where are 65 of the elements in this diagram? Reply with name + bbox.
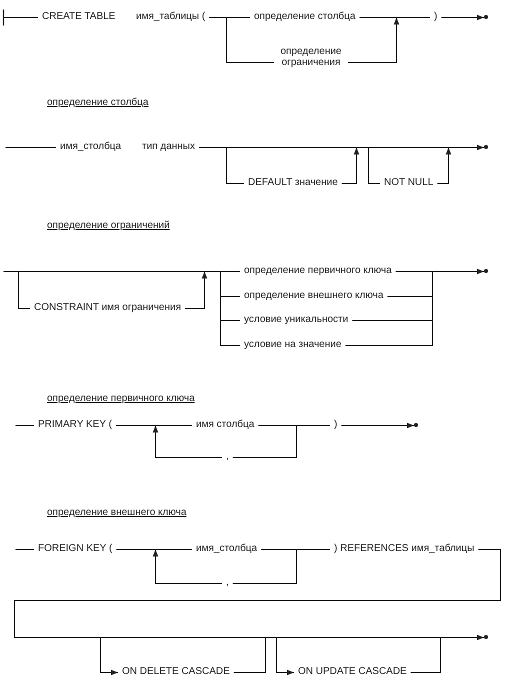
arrow bbox=[348, 17, 400, 63]
arrow bbox=[152, 549, 222, 584]
syntax-term: ) REFERENCES имя_таблицы bbox=[330, 543, 478, 555]
connector-line bbox=[15, 425, 34, 426]
syntax-term: NOT NULL bbox=[380, 177, 438, 189]
section-heading: определение внешнего ключа bbox=[47, 507, 186, 519]
syntax-term: имя_таблицы ( bbox=[132, 11, 210, 23]
arrow bbox=[395, 268, 484, 274]
connector-line bbox=[258, 425, 330, 426]
syntax-term: имя_столбца bbox=[192, 543, 262, 555]
connector-line bbox=[3, 271, 240, 272]
connector-line bbox=[344, 320, 433, 346]
section-heading: определение столбца bbox=[47, 97, 148, 109]
syntax-term: ) bbox=[430, 11, 442, 23]
syntax-term: имя столбца bbox=[192, 419, 258, 431]
connector-line bbox=[208, 17, 274, 63]
syntax-term: условие на значение bbox=[240, 339, 346, 351]
syntax-term: DEFAULT значение bbox=[244, 177, 342, 189]
arrow bbox=[440, 14, 484, 20]
arrow bbox=[14, 549, 501, 640]
connector-line bbox=[15, 549, 34, 550]
syntax-term: определение ограничения bbox=[274, 46, 348, 68]
connector-line bbox=[233, 637, 266, 673]
syntax-term: ) bbox=[330, 419, 342, 431]
section-heading: определение ограничений bbox=[47, 220, 170, 232]
arrow bbox=[198, 144, 484, 150]
syntax-term: , bbox=[222, 451, 233, 463]
syntax-term: FOREIGN KEY ( bbox=[34, 543, 116, 555]
syntax-term: ON DELETE CASCADE bbox=[118, 666, 234, 678]
syntax-term: имя_столбца bbox=[56, 141, 126, 153]
connector-line bbox=[352, 296, 433, 321]
arrow bbox=[184, 271, 208, 309]
arrow bbox=[276, 637, 294, 676]
connector-line bbox=[410, 637, 441, 673]
syntax-term: тип данных bbox=[138, 141, 199, 153]
syntax-term: ON UPDATE CASCADE bbox=[294, 666, 411, 678]
connector-line bbox=[116, 549, 192, 550]
syntax-term: определение столбца bbox=[250, 11, 360, 23]
section-heading: определение первичного ключа bbox=[47, 393, 195, 405]
arrow bbox=[436, 147, 452, 184]
connector-line bbox=[232, 549, 297, 584]
connector-line bbox=[2, 10, 38, 26]
syntax-term: условие уникальности bbox=[240, 314, 352, 326]
syntax-term: , bbox=[222, 577, 233, 589]
syntax-term: CREATE TABLE bbox=[38, 11, 120, 23]
arrow bbox=[340, 422, 414, 428]
connector-line bbox=[220, 320, 240, 346]
connector-line bbox=[359, 17, 430, 18]
syntax-term: определение первичного ключа bbox=[240, 265, 396, 277]
connector-line bbox=[226, 147, 244, 184]
syntax-term: PRIMARY KEY ( bbox=[34, 419, 116, 431]
connector-line bbox=[220, 296, 240, 321]
arrow bbox=[152, 425, 222, 458]
connector-line bbox=[232, 425, 297, 458]
connector-line bbox=[368, 147, 380, 184]
syntax-term: CONSTRAINT имя ограничения bbox=[30, 302, 185, 314]
connector-line bbox=[18, 271, 30, 309]
connector-line bbox=[220, 271, 240, 297]
syntax-term: определение внешнего ключа bbox=[240, 290, 388, 302]
arrow bbox=[100, 637, 118, 676]
arrow bbox=[341, 147, 360, 184]
connector-line bbox=[386, 271, 433, 297]
connector-line bbox=[115, 425, 192, 426]
connector-line bbox=[260, 549, 330, 550]
connector-line bbox=[5, 147, 56, 148]
